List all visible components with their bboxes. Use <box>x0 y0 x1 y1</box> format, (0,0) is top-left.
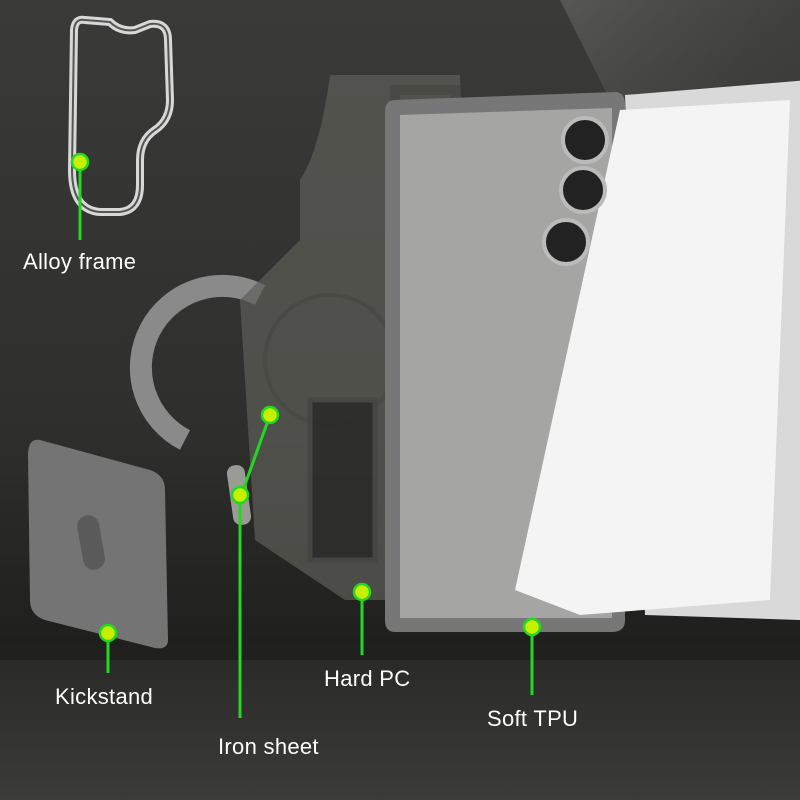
callout-dots <box>70 152 542 643</box>
phone-back <box>515 100 790 615</box>
floor <box>0 660 800 800</box>
camera-lenses <box>542 116 609 266</box>
kickstand-slot <box>77 515 105 570</box>
label-soft-tpu: Soft TPU <box>487 706 579 731</box>
magnetic-ring <box>129 274 266 450</box>
label-alloy-frame: Alloy frame <box>23 249 137 274</box>
label-kickstand: Kickstand <box>55 684 154 709</box>
callout-lines <box>78 162 534 718</box>
label-iron-sheet: Iron sheet <box>218 734 319 759</box>
label-hard-pc: Hard PC <box>324 666 411 691</box>
alloy-frame <box>67 15 175 216</box>
